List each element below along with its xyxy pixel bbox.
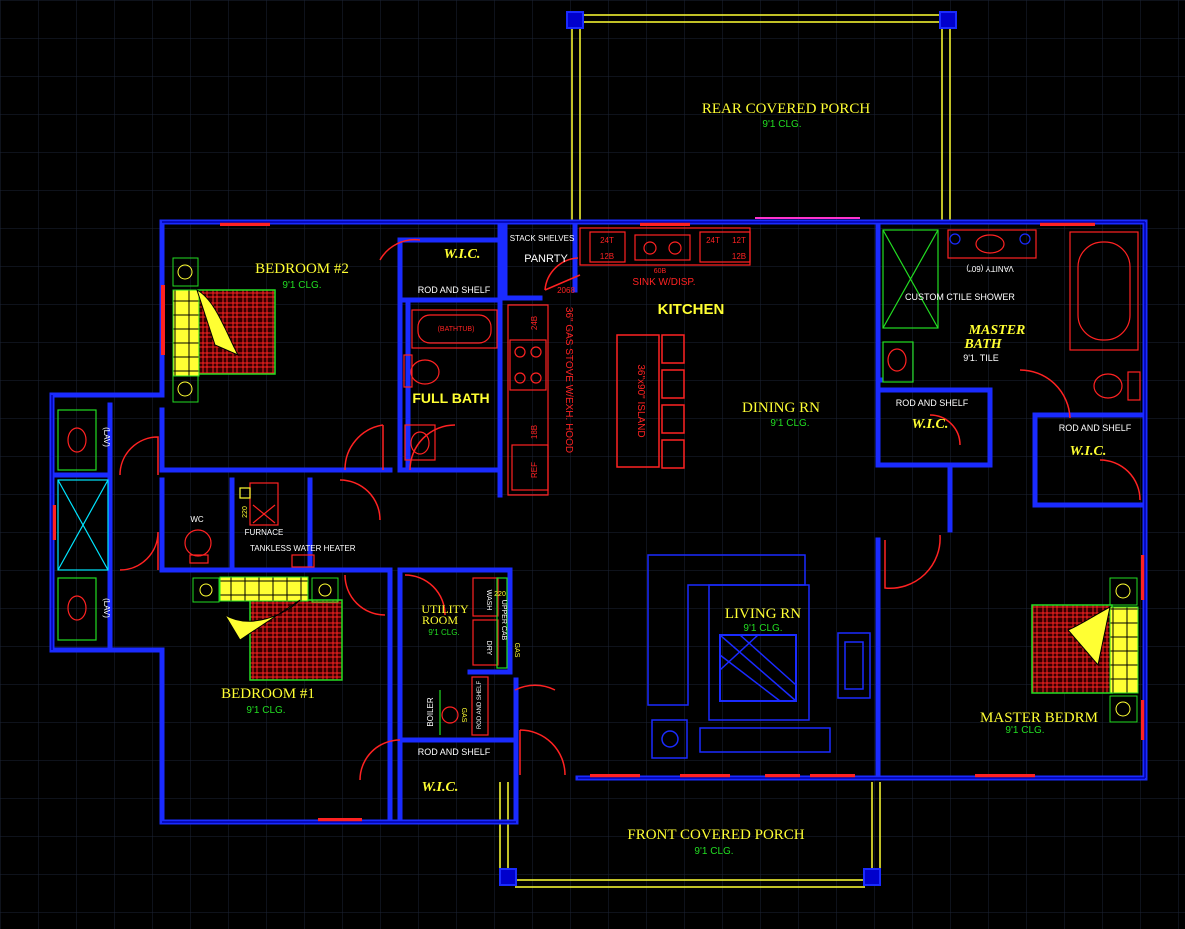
master-bath-label-1: MASTER bbox=[968, 323, 1026, 338]
gas-label: GAS bbox=[513, 643, 520, 658]
nightstands-bedroom2 bbox=[172, 257, 199, 403]
room-labels: REAR COVERED PORCH 9'1 CLG. BEDROOM #2 9… bbox=[102, 101, 1132, 857]
kitchen-label: KITCHEN bbox=[658, 301, 725, 318]
sink-size: 60B bbox=[654, 268, 667, 275]
wc-label: WC bbox=[190, 515, 204, 524]
full-bath-label: FULL BATH bbox=[412, 390, 489, 406]
utility-label-2: ROOM bbox=[422, 613, 458, 627]
cab-12b: 12B bbox=[600, 252, 614, 261]
wic-bed1-rod: ROD AND SHELF bbox=[418, 747, 491, 757]
utility-appliances bbox=[439, 577, 508, 736]
dry-label: DRY bbox=[485, 641, 492, 656]
master-bedroom-clg: 9'1 CLG. bbox=[1005, 725, 1044, 736]
kitchen-cabinets bbox=[507, 227, 751, 496]
front-porch-label: FRONT COVERED PORCH bbox=[627, 827, 804, 843]
hall-bath-fixtures bbox=[57, 409, 212, 641]
cab-18b: 18B bbox=[530, 425, 539, 439]
wic-bed1-label: W.I.C. bbox=[422, 780, 459, 795]
bathtub-label: (BATHTUB) bbox=[438, 326, 475, 333]
bed-bedroom2 bbox=[172, 288, 276, 377]
stove-label: 36" GAS STOVE W/EXH. HOOD bbox=[563, 307, 574, 453]
custom-shower-label: CUSTOM CTILE SHOWER bbox=[905, 292, 1015, 302]
master-bath-tile: 9'1. TILE bbox=[963, 353, 999, 363]
bedroom1-label: BEDROOM #1 bbox=[221, 686, 315, 702]
living-label: LIVING RN bbox=[725, 606, 801, 622]
utility-220: 220 bbox=[494, 591, 506, 598]
lav-upper-label: (LAV) bbox=[102, 427, 111, 447]
mechanical-equipment bbox=[239, 482, 315, 568]
cab-24t-2: 24T bbox=[706, 236, 720, 245]
living-clg: 9'1 CLG. bbox=[743, 623, 782, 634]
cab-24t: 24T bbox=[600, 236, 614, 245]
bedroom1-clg: 9'1 CLG. bbox=[246, 705, 285, 716]
rear-porch bbox=[566, 11, 957, 222]
front-porch-clg: 9'1 CLG. bbox=[694, 846, 733, 857]
wic-master2-label: W.I.C. bbox=[1070, 444, 1107, 459]
rear-porch-clg: 9'1 CLG. bbox=[762, 119, 801, 130]
wic-bed2-label: W.I.C. bbox=[444, 247, 481, 262]
front-porch bbox=[499, 782, 881, 888]
boiler-label: BOILER bbox=[426, 697, 435, 727]
cab-12b-2: 12B bbox=[732, 252, 746, 261]
vanity-label: VANITY (60") bbox=[966, 264, 1014, 273]
dining-label: DINING RN bbox=[742, 400, 820, 416]
wash-label: WASH bbox=[485, 590, 492, 611]
pantry-shelves: STACK SHELVES bbox=[510, 234, 575, 243]
wic-master1-rod: ROD AND SHELF bbox=[896, 398, 969, 408]
island-label: 36"x90" ISLAND bbox=[635, 364, 646, 437]
living-furniture bbox=[647, 554, 871, 759]
pantry-door: 2068 bbox=[557, 286, 575, 295]
furnace-label: FURNACE bbox=[245, 528, 284, 537]
wic-master2-rod: ROD AND SHELF bbox=[1059, 423, 1132, 433]
full-bath-fixtures bbox=[403, 309, 498, 461]
master-bath-fixtures bbox=[882, 229, 1141, 401]
wic-master1-label: W.I.C. bbox=[912, 417, 949, 432]
bed-bedroom1 bbox=[192, 576, 343, 681]
ref-label: REF bbox=[530, 462, 539, 478]
cab-12t: 12T bbox=[732, 236, 746, 245]
pantry-label: PANRTY bbox=[524, 253, 568, 265]
master-bedroom-label: MASTER BEDRM bbox=[980, 710, 1098, 726]
cab-24b: 24B bbox=[530, 316, 539, 330]
wall-cores bbox=[51, 221, 1146, 823]
utility-gas-2: GAS bbox=[460, 708, 467, 723]
dining-clg: 9'1 CLG. bbox=[770, 418, 809, 429]
kitchen-island bbox=[616, 334, 685, 469]
utility-clg: 9'1 CLG. bbox=[428, 628, 459, 637]
utility-rod-label: ROD AND SHELF bbox=[477, 680, 483, 729]
upper-cab-label: UPPER CAB bbox=[500, 600, 507, 641]
master-bath-label-2: BATH bbox=[963, 337, 1002, 352]
utility-label-1: UTILITY bbox=[421, 602, 469, 616]
mech-220: 220 bbox=[242, 506, 249, 518]
lav-lower-label: (LAV) bbox=[102, 598, 111, 618]
rear-porch-label: REAR COVERED PORCH bbox=[702, 101, 871, 117]
sink-label: SINK W/DISP. bbox=[632, 277, 695, 288]
bedroom2-clg: 9'1 CLG. bbox=[282, 280, 321, 291]
bedroom2-label: BEDROOM #2 bbox=[255, 261, 349, 277]
wic-bed2-rod: ROD AND SHELF bbox=[418, 285, 491, 295]
windows bbox=[52, 217, 1145, 822]
door-swings bbox=[119, 238, 1141, 781]
heater-label: TANKLESS WATER HEATER bbox=[250, 544, 356, 553]
bed-master bbox=[1031, 577, 1139, 723]
